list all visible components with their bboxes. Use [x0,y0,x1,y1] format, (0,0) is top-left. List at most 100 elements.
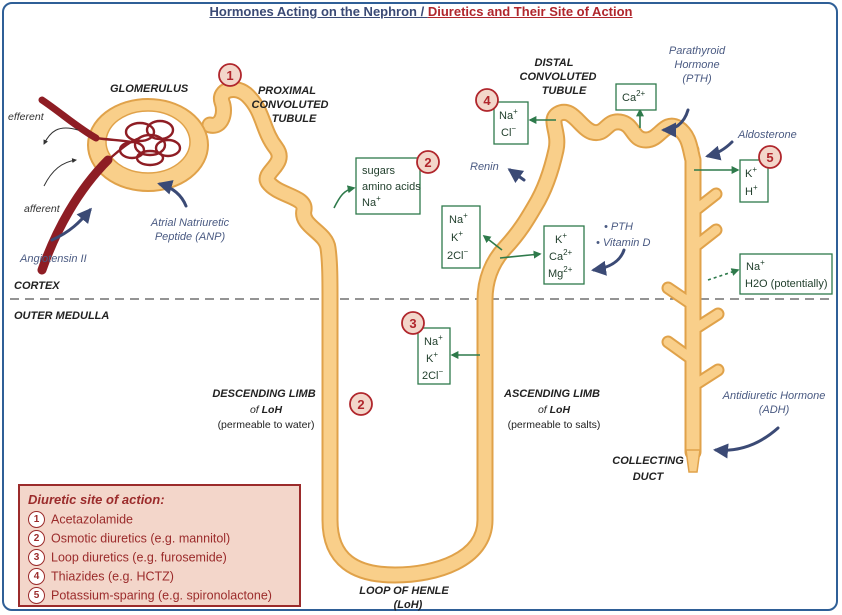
pth-bullet-label: • PTH [604,221,633,233]
asc-lower-k: K+ [426,350,438,365]
afferent-arrow [43,158,77,187]
badge-5: 5 [758,145,782,169]
legend-item: 2 Osmotic diuretics (e.g. mannitol) [28,530,230,548]
asc-ca-k: K+ [555,231,567,246]
svg-text:4: 4 [483,93,491,108]
proximal-label-1: PROXIMAL [258,85,316,97]
proximal-label-3: TUBULE [272,113,317,125]
svg-text:3: 3 [409,316,416,331]
descending-label: DESCENDING LIMB [212,388,315,400]
legend-label: Acetazolamide [51,512,133,527]
dct-cl: Cl− [501,124,516,139]
ascending-note: (permeable to salts) [508,419,601,431]
vitd-bullet-label: • Vitamin D [596,237,650,249]
bowmans-capsule [87,98,209,192]
legend-label: Thiazides (e.g. HCTZ) [51,569,174,584]
pth-vitd-arrow [591,248,626,276]
cd-water-arrow [707,268,740,281]
pth-label-2: Hormone [674,59,719,71]
anp-label-2: Peptide (ANP) [155,231,226,243]
collecting-duct-branch-2 [688,225,721,253]
pct-sugars: sugars [362,165,396,177]
nephron-tubule-fill [203,83,723,582]
loop-label: LOOP OF HENLE [359,585,449,597]
legend-number: 2 [28,530,45,547]
ascending-label: ASCENDING LIMB [503,388,600,400]
title-diuretics: Diuretics and Their Site of Action [427,4,633,19]
svg-text:1: 1 [226,68,233,83]
hormone-arrows [50,108,780,459]
svg-text:2: 2 [357,397,364,412]
ion-arrows [333,108,740,359]
ion-boxes [355,83,833,385]
glomerulus-tuft [95,119,182,167]
svg-text:5: 5 [766,150,773,165]
asc-lower-2cl: 2Cl− [422,367,444,382]
collecting-duct-branch-1 [688,189,721,217]
diuretic-badges: 1 2 2 3 4 5 [218,63,782,416]
asc-lower-na: Na+ [424,333,443,348]
pct-amino-acids: amino acids [362,181,421,193]
renin-label: Renin [470,161,499,173]
asc-lower-box [417,327,451,385]
anp-label-1: Atrial Natriuretic [150,217,230,229]
asc-ca-arrow [499,250,542,259]
afferent-arteriole [37,155,113,275]
descending-of-loh: of LoH [250,404,283,416]
dct-nacl-box [493,101,529,145]
page-title: Hormones Acting on the Nephron / Diureti… [0,4,842,19]
collecting-duct-branch-3 [663,283,698,310]
glomerulus-label: GLOMERULUS [110,83,189,95]
efferent-arrow [43,127,79,145]
badge-2-descending: 2 [349,392,373,416]
cortex-label: CORTEX [14,280,60,292]
renin-arrow [507,168,526,184]
collecting-duct-branch-4 [688,309,723,335]
efferent-label: efferent [8,111,45,123]
aldosterone-label: Aldosterone [737,129,797,141]
outer-medulla-label: OUTER MEDULLA [14,310,109,322]
h-ion: H+ [745,183,758,198]
tubule-fill [203,83,700,582]
collecting-duct-tip [685,449,701,473]
collecting-duct-branch-5 [663,337,698,365]
distal-label-3: TUBULE [542,85,587,97]
legend-number: 1 [28,511,45,528]
ca-pth-box [615,83,657,111]
asc-ca-mg: Mg2+ [548,265,573,280]
collecting-label-1: COLLECTING [612,455,684,467]
badge-1: 1 [218,63,242,87]
pct-na: Na+ [362,194,381,209]
badge-4: 4 [475,88,499,112]
efferent-arteriole [38,96,100,142]
title-hormones: Hormones Acting on the Nephron / [209,4,428,19]
adh-label-2: (ADH) [759,404,790,416]
vessels [37,96,113,275]
legend-number: 5 [28,587,45,604]
badge-3: 3 [401,311,425,335]
legend-number: 3 [28,549,45,566]
adh-arrow [713,426,780,459]
distal-label-1: DISTAL [535,57,574,69]
hormone-labels: Angiotensin II Atrial Natriuretic Peptid… [19,45,825,416]
cd-h2o: H2O (potentially) [745,278,828,290]
pth-label-3: (PTH) [682,73,712,85]
collecting-duct-branch-6 [688,365,723,391]
afferent-label: afferent [24,203,61,215]
cd-water-box [739,253,833,295]
legend-item: 3 Loop diuretics (e.g. furosemide) [28,549,227,567]
ion-box-text: sugars amino acids Na+ Na+ Cl− Ca2+ K+ H… [362,89,828,382]
k-h-box [739,159,769,203]
pth-label-1: Parathyroid [669,45,726,57]
legend-label: Loop diuretics (e.g. furosemide) [51,550,227,565]
svg-text:2: 2 [424,155,431,170]
proximal-label-2: CONVOLUTED [252,99,329,111]
asc-upper-box [441,205,481,269]
legend-label: Osmotic diuretics (e.g. mannitol) [51,531,231,546]
pct-box [355,157,421,215]
descending-note: (permeable to water) [218,419,315,431]
